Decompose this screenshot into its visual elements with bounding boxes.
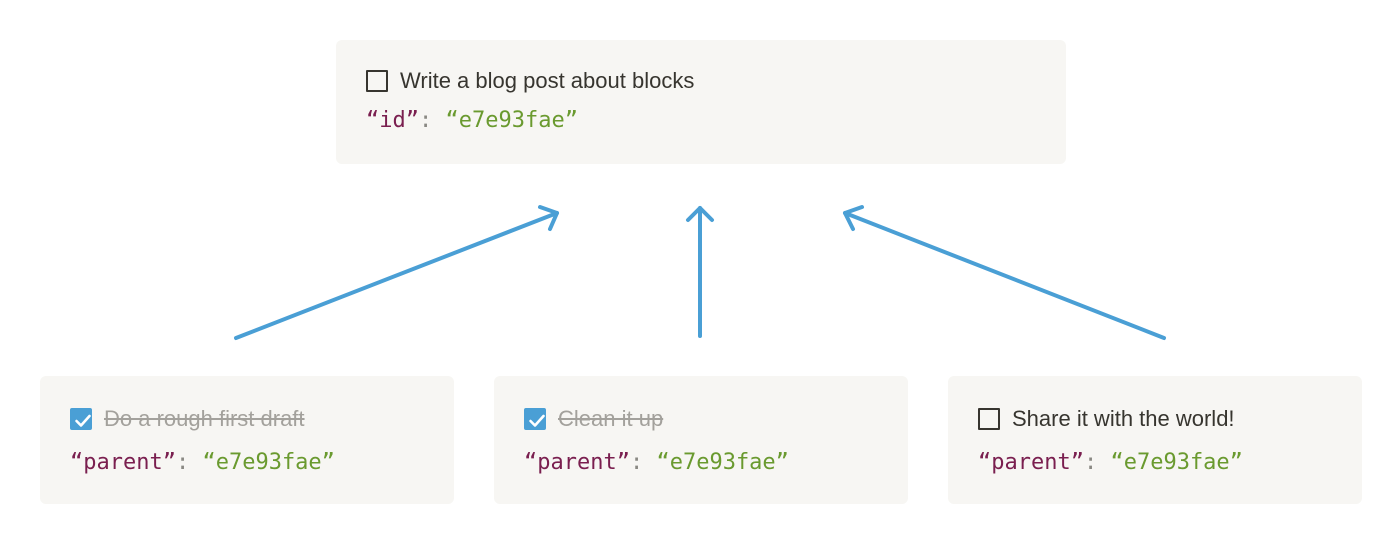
parent-value-2: “e7e93fae” — [656, 450, 789, 475]
parent-colon-1: : — [175, 450, 203, 475]
parent-block-title: Write a blog post about blocks — [400, 68, 695, 93]
child-block-card-3[interactable]: Share it with the world! “parent”: “e7e9… — [948, 376, 1362, 504]
parent-colon-3: : — [1083, 450, 1111, 475]
child-block-todo-2: Clean it up — [524, 406, 908, 432]
parent-colon-2: : — [629, 450, 657, 475]
parent-value-3: “e7e93fae” — [1110, 450, 1243, 475]
parent-block-card[interactable]: Write a blog post about blocks “id”: “e7… — [336, 40, 1066, 164]
checkmark-icon — [529, 414, 545, 427]
id-key: “id” — [366, 108, 419, 133]
arrow-child-1-to-parent — [234, 205, 559, 340]
id-colon: : — [418, 108, 446, 133]
checkmark-icon — [75, 414, 91, 427]
child-block-checkbox-3[interactable] — [978, 408, 1000, 430]
parent-key-3: “parent” — [978, 450, 1084, 475]
child-block-parent-line-3: “parent”: “e7e93fae” — [978, 450, 1362, 475]
child-block-parent-line-2: “parent”: “e7e93fae” — [524, 450, 908, 475]
child-block-todo-1: Do a rough first draft — [70, 406, 454, 432]
parent-value-1: “e7e93fae” — [202, 450, 335, 475]
arrow-child-3-to-parent — [843, 205, 1166, 340]
parent-key-2: “parent” — [524, 450, 630, 475]
id-value: “e7e93fae” — [445, 108, 578, 133]
child-block-checkbox-2[interactable] — [524, 408, 546, 430]
parent-block-id-line: “id”: “e7e93fae” — [366, 108, 1066, 133]
child-block-card-2[interactable]: Clean it up “parent”: “e7e93fae” — [494, 376, 908, 504]
parent-block-checkbox[interactable] — [366, 70, 388, 92]
child-block-card-1[interactable]: Do a rough first draft “parent”: “e7e93f… — [40, 376, 454, 504]
child-block-title-2: Clean it up — [558, 406, 664, 431]
child-block-todo-3: Share it with the world! — [978, 406, 1362, 432]
child-block-checkbox-1[interactable] — [70, 408, 92, 430]
parent-block-todo: Write a blog post about blocks — [366, 68, 1066, 94]
child-block-title-3: Share it with the world! — [1012, 406, 1235, 431]
child-block-title-1: Do a rough first draft — [104, 406, 305, 431]
arrow-child-2-to-parent — [686, 206, 714, 338]
parent-key-1: “parent” — [70, 450, 176, 475]
child-block-parent-line-1: “parent”: “e7e93fae” — [70, 450, 454, 475]
